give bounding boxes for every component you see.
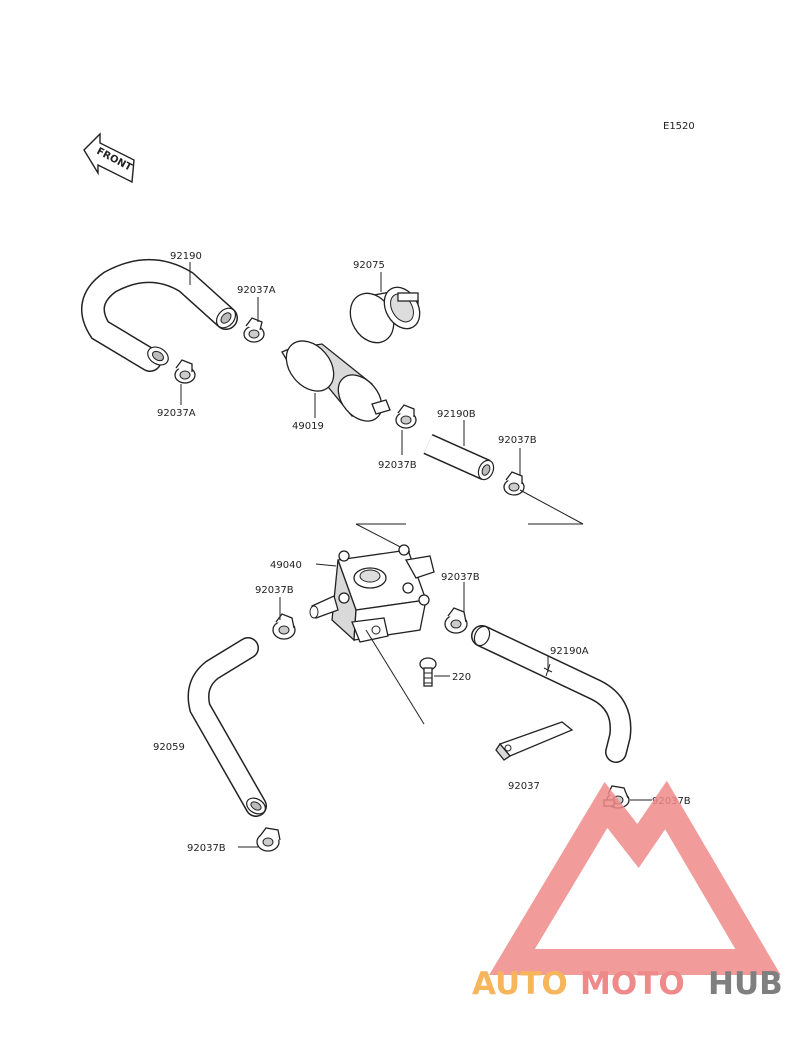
clamp-92037B-pump-left bbox=[272, 613, 296, 640]
watermark-auto: AUTO bbox=[472, 966, 568, 1002]
hose-92190A bbox=[471, 625, 632, 763]
label-92190A: 92190A bbox=[550, 646, 589, 657]
label-92037B-filter: 92037B bbox=[378, 460, 417, 471]
clamp-92037B-pump-right bbox=[444, 607, 468, 634]
watermark-text: AUTO MOTO HUB bbox=[472, 966, 783, 1002]
hose-92190 bbox=[81, 259, 238, 372]
label-220: 220 bbox=[452, 672, 471, 683]
label-92075: 92075 bbox=[353, 260, 385, 271]
clamp-92037A-left bbox=[174, 359, 196, 384]
watermark-hub: HUB bbox=[708, 966, 783, 1002]
band-92037 bbox=[495, 721, 574, 761]
filter-49019 bbox=[281, 340, 391, 422]
label-92037B-right: 92037B bbox=[498, 435, 537, 446]
label-92037B-bottom-left: 92037B bbox=[187, 843, 226, 854]
clamp-92037B-bottom-left bbox=[256, 827, 281, 852]
label-92037A-left: 92037A bbox=[157, 408, 196, 419]
clamp-92037B-filter bbox=[395, 404, 417, 429]
label-92190B: 92190B bbox=[437, 409, 476, 420]
label-92037A-top: 92037A bbox=[237, 285, 276, 296]
hose-92190B bbox=[423, 433, 495, 481]
pump-49040 bbox=[309, 544, 435, 643]
label-49040: 49040 bbox=[270, 560, 302, 571]
clamp-92037B-right bbox=[503, 471, 525, 496]
watermark-logo bbox=[489, 780, 781, 975]
label-92190: 92190 bbox=[170, 251, 202, 262]
front-arrow-icon: FRONT bbox=[83, 132, 135, 184]
hose-92059 bbox=[187, 637, 267, 817]
label-92037: 92037 bbox=[508, 781, 540, 792]
figure-code: E1520 bbox=[663, 121, 695, 132]
holder-92075 bbox=[349, 286, 421, 344]
label-92059: 92059 bbox=[153, 742, 185, 753]
label-92037B-pump-right: 92037B bbox=[441, 572, 480, 583]
clamp-92037A-top bbox=[243, 317, 265, 343]
label-92037B-pump-left: 92037B bbox=[255, 585, 294, 596]
label-49019: 49019 bbox=[292, 421, 324, 432]
watermark-moto: MOTO bbox=[580, 966, 685, 1002]
bolt-220 bbox=[419, 657, 437, 687]
